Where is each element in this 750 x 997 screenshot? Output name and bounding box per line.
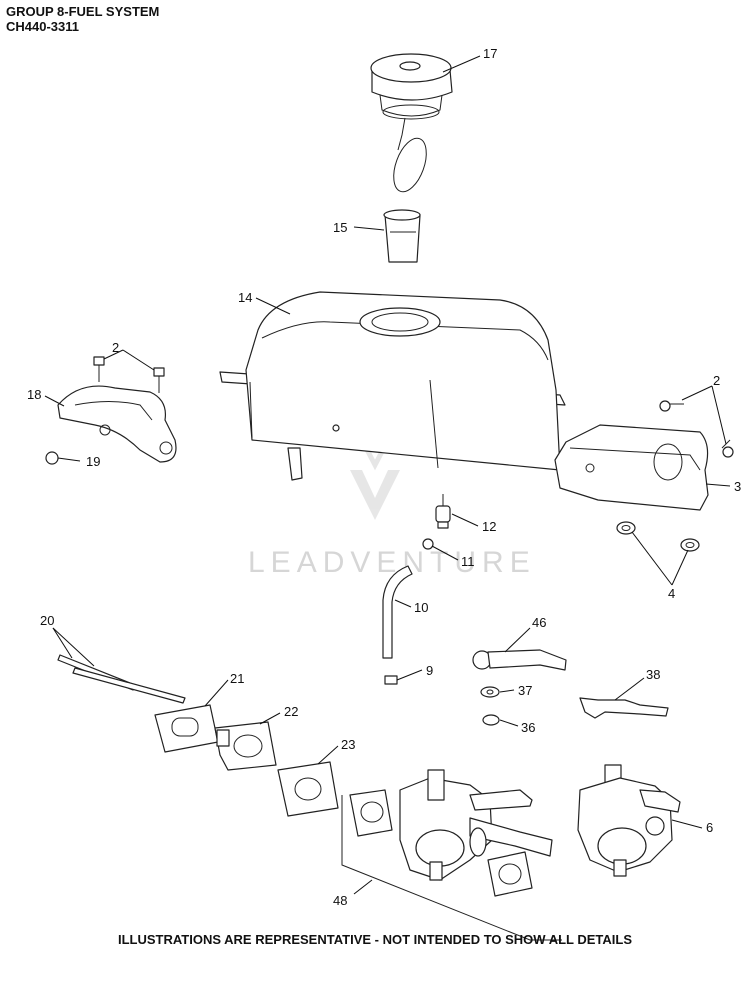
model-number: CH440-3311	[6, 19, 79, 34]
callout-9: 9	[426, 663, 433, 678]
callout-10: 10	[414, 600, 428, 615]
carburetor	[577, 764, 681, 877]
fuel-cap	[370, 53, 453, 193]
callout-21: 21	[230, 671, 244, 686]
callout-12: 12	[482, 519, 496, 534]
callout-17: 17	[483, 46, 497, 61]
callout-48: 48	[333, 893, 347, 908]
callout-36: 36	[521, 720, 535, 735]
carburetor-kit	[341, 769, 562, 941]
page-title: GROUP 8-FUEL SYSTEM	[6, 4, 160, 19]
callout-labels: 17 15 14 2 18 19 2 3 4 12 11 10 9 20 21 …	[27, 46, 741, 908]
callout-6: 6	[706, 820, 713, 835]
leader-lines	[44, 55, 731, 895]
hose-clamp	[422, 538, 434, 550]
seal-36	[482, 714, 500, 726]
fuel-strainer	[383, 209, 421, 263]
callout-18: 18	[27, 387, 41, 402]
watermark-text: LEADVENTURE	[248, 546, 536, 579]
callout-14: 14	[238, 290, 252, 305]
choke-lever	[472, 649, 567, 671]
callout-2-right: 2	[713, 373, 720, 388]
carb-studs	[57, 654, 186, 704]
gasket-21	[154, 704, 219, 753]
fuel-valve	[435, 494, 451, 529]
callout-4: 4	[668, 586, 675, 601]
callout-46: 46	[532, 615, 546, 630]
callout-15: 15	[333, 220, 347, 235]
throttle-lever	[579, 697, 669, 719]
fuel-hose	[382, 565, 413, 659]
callout-37: 37	[518, 683, 532, 698]
callout-3: 3	[734, 479, 741, 494]
grommets	[616, 521, 700, 552]
insulator-22	[214, 721, 277, 771]
callout-19: 19	[86, 454, 100, 469]
fuel-tank	[219, 291, 566, 481]
washer-37	[480, 686, 500, 698]
callout-2-left: 2	[112, 340, 119, 355]
callout-38: 38	[646, 667, 660, 682]
callout-23: 23	[341, 737, 355, 752]
tank-bracket-left	[45, 356, 177, 465]
callout-11: 11	[461, 554, 475, 569]
gasket-23	[277, 761, 339, 817]
tank-bracket-right	[554, 400, 734, 511]
disclaimer-footer: ILLUSTRATIONS ARE REPRESENTATIVE - NOT I…	[118, 932, 632, 947]
hose-fitting	[384, 675, 398, 685]
callout-22: 22	[284, 704, 298, 719]
callout-20: 20	[40, 613, 54, 628]
